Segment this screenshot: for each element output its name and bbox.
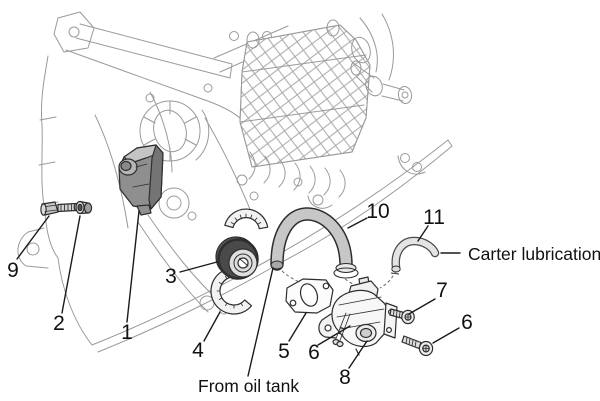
leader-line [61,215,81,314]
callout-number-7: 7 [436,279,448,302]
part-bolt [40,201,79,216]
callout-number-6: 6 [308,341,320,364]
leader-line [16,215,50,260]
leader-line [408,298,436,315]
engine-crankcase-drawing [17,11,453,353]
part-oil-pump [318,276,398,356]
leader-line [348,340,368,369]
part-gasket [285,278,334,314]
leader-line [179,261,218,273]
part-screw-upper [389,308,415,325]
leader-line [247,267,274,377]
callout-number-11: 11 [423,206,445,229]
callout-number-3: 3 [165,265,177,288]
callout-number-10: 10 [366,200,389,223]
callout-number-4: 4 [192,339,204,362]
leader-line [317,325,351,346]
leader-line [432,327,460,344]
annotation-from-oil-tank: From oil tank [198,376,299,396]
leader-line [203,311,221,342]
part-screw-lower [401,335,434,357]
leader-line [126,210,140,323]
part-hose-from-tank [270,207,359,279]
annotation-carter-lubrication: Carter lubrication [468,244,600,264]
part-carter-hose [390,236,440,275]
part-pump-gear [215,236,259,280]
callout-number-2: 2 [53,312,65,335]
callout-number-9: 9 [7,259,19,282]
part-belt-segments [210,208,269,315]
callout-number-5: 5 [278,340,290,363]
callout-number-1: 1 [121,321,133,344]
leader-line [417,225,429,242]
callout-number-8: 8 [339,366,351,389]
part-pump-cover [118,144,164,216]
leader-line [347,217,368,229]
leader-line [288,312,307,342]
part-washer [75,200,93,215]
callout-number-6: 6 [461,311,473,334]
